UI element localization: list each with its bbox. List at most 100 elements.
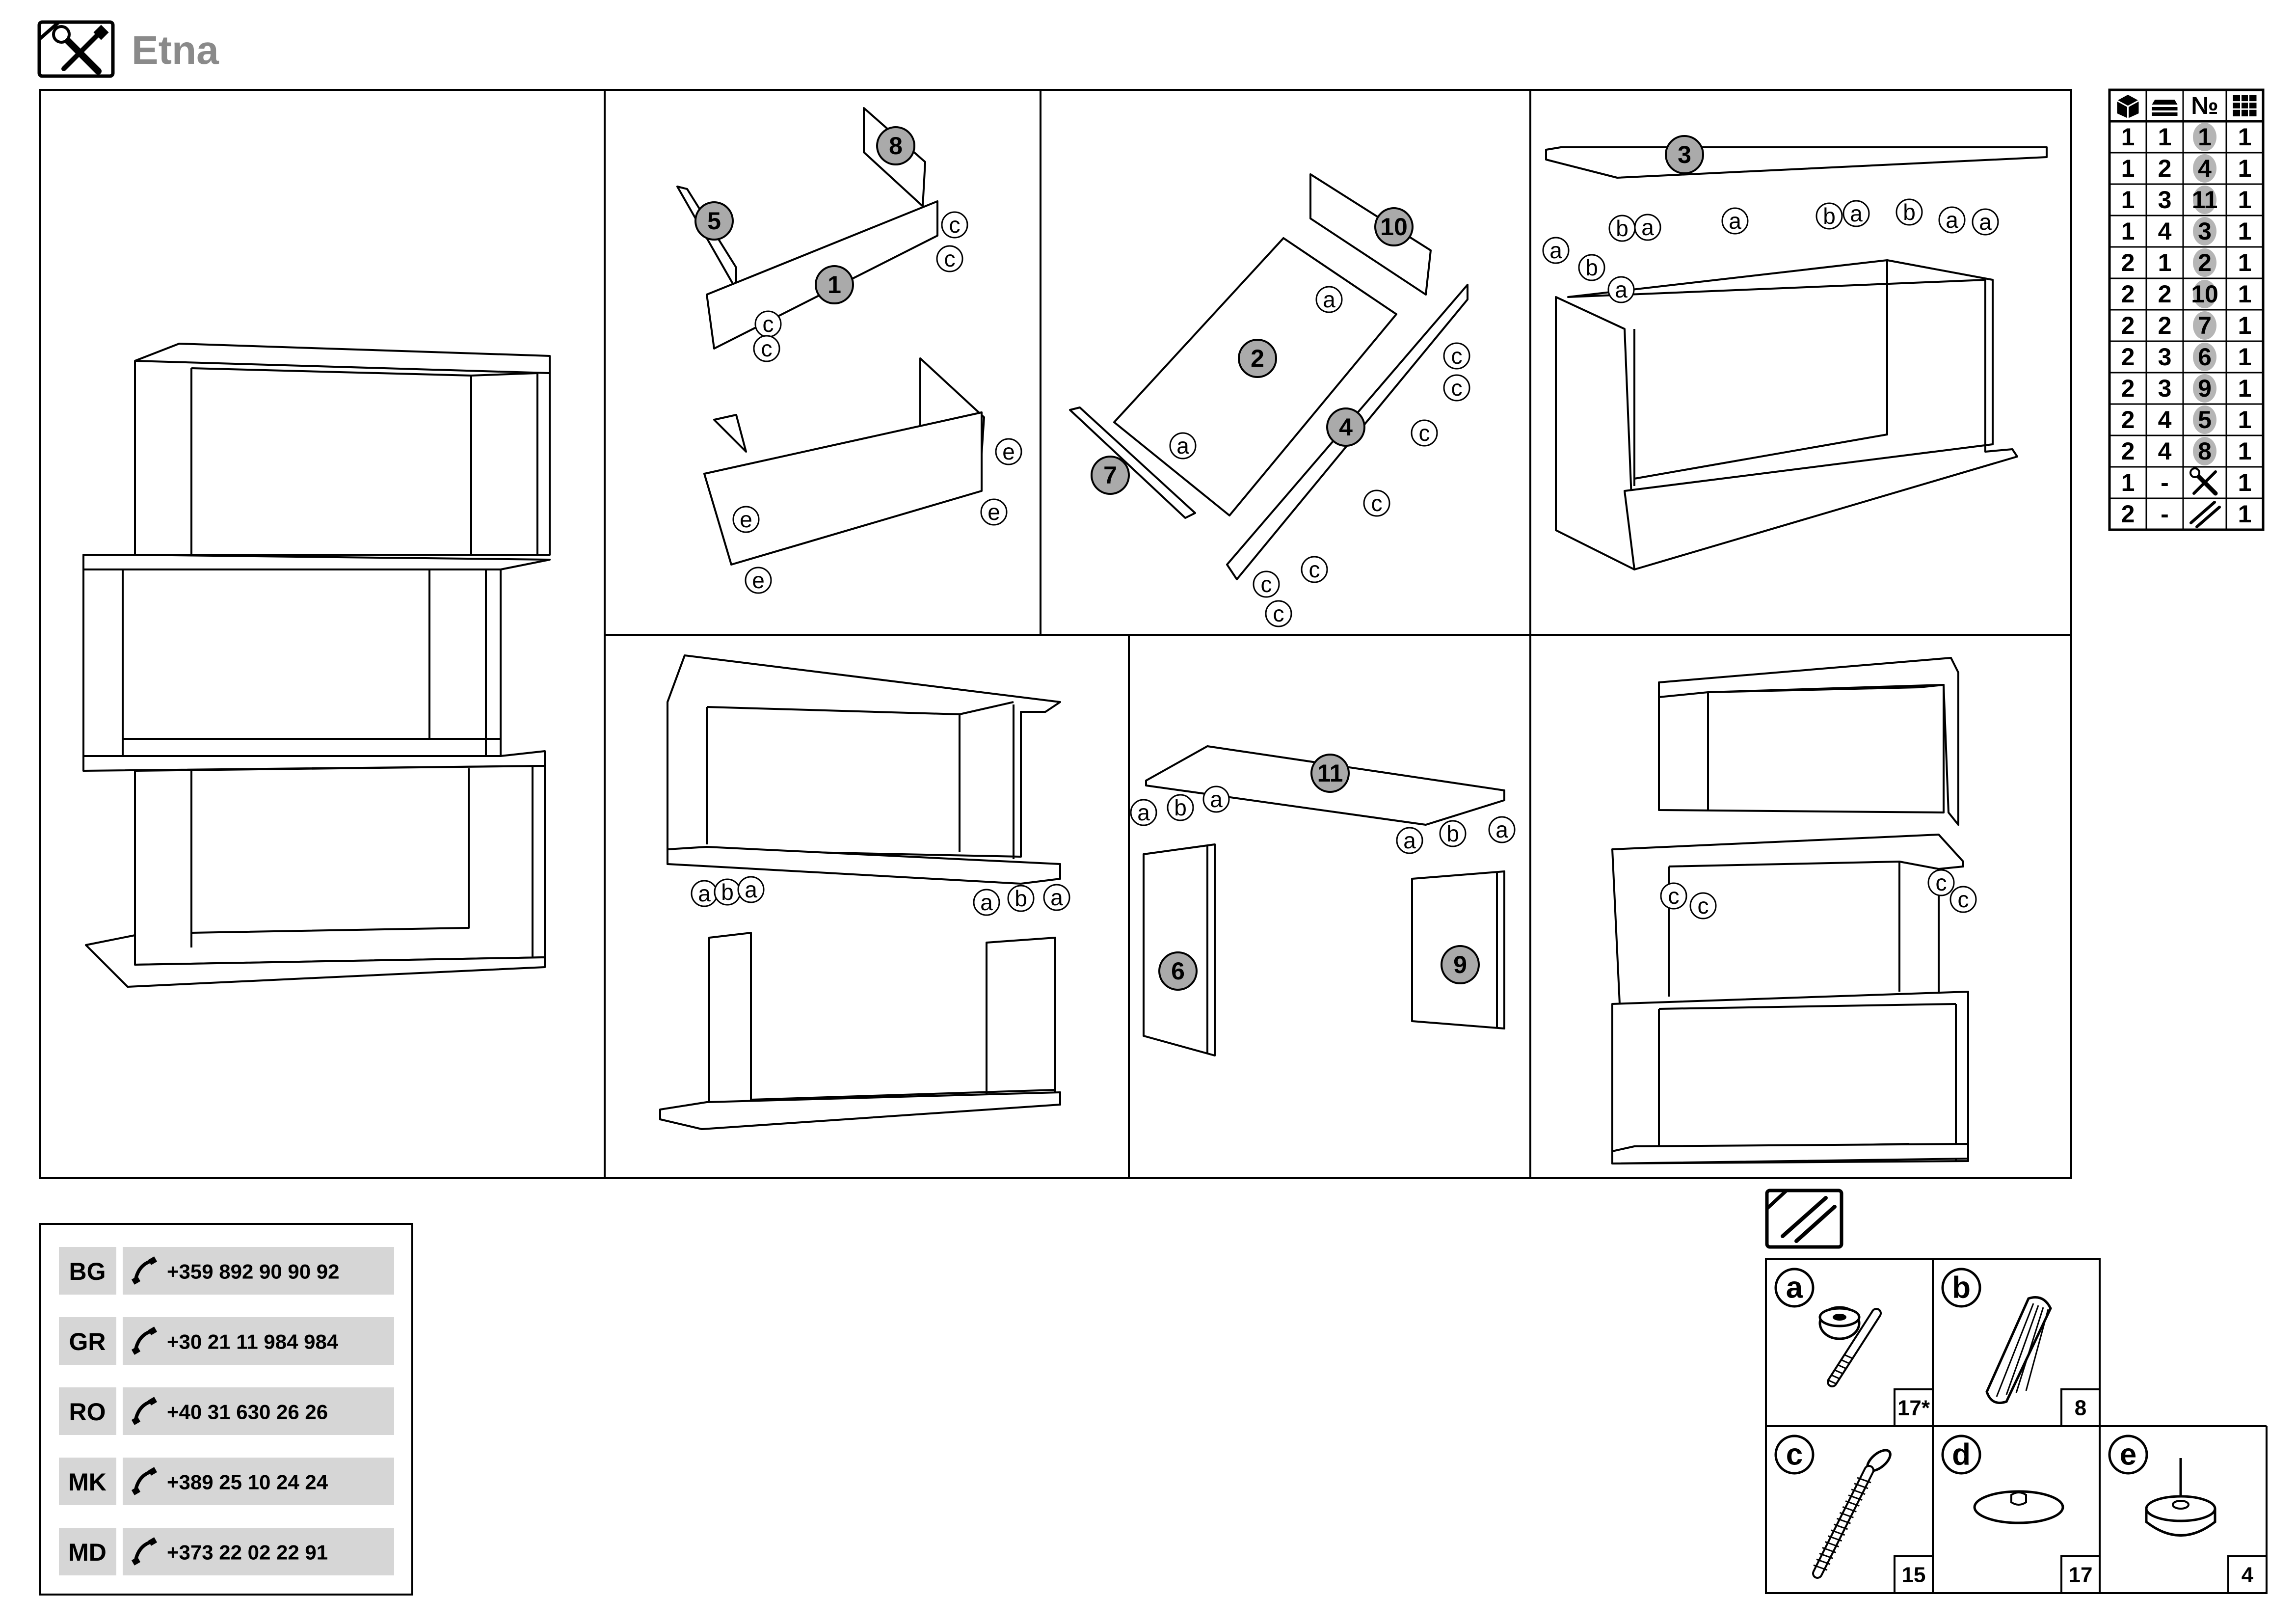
table-cell: 2 xyxy=(2121,249,2135,276)
table-cell: 3 xyxy=(2198,217,2212,245)
svg-text:c: c xyxy=(763,311,774,337)
fitting-markers-step6: c c c c xyxy=(1660,869,1977,920)
cam-lock-icon xyxy=(1818,1306,1882,1387)
contact-row-bg: BG +359 892 90 90 92 xyxy=(59,1247,394,1295)
svg-text:c: c xyxy=(944,246,956,271)
country-code: MD xyxy=(68,1539,107,1566)
table-cell: 2 xyxy=(2198,249,2212,276)
fitting-markers-step2: a a c c c c c c c c xyxy=(1169,286,1470,627)
table-cell: 2 xyxy=(2158,312,2172,339)
hardware-letter: b xyxy=(1952,1271,1971,1305)
nail-glide-icon xyxy=(2145,1458,2216,1537)
table-cell: 1 xyxy=(2121,469,2135,496)
table-cell: - xyxy=(2161,500,2169,528)
tools-icon xyxy=(37,20,115,78)
svg-text:a: a xyxy=(1979,209,1992,235)
hardware-icon xyxy=(1765,1189,1843,1249)
table-cell: 1 xyxy=(2238,375,2252,402)
svg-text:c: c xyxy=(1261,571,1272,597)
svg-text:b: b xyxy=(1903,199,1916,225)
part-9-label: 9 xyxy=(1441,945,1480,984)
svg-text:a: a xyxy=(745,877,757,902)
svg-text:c: c xyxy=(1668,883,1680,909)
hardware-item-c: c15 xyxy=(1774,1435,1934,1594)
svg-text:c: c xyxy=(1419,420,1430,446)
fitting-markers-step3: a b a b a a b a b a a xyxy=(1542,198,1999,303)
table-cell: 2 xyxy=(2121,375,2135,402)
svg-text:c: c xyxy=(1451,375,1463,401)
table-row: 1-1 xyxy=(2121,467,2251,496)
table-cell: 5 xyxy=(2198,406,2212,433)
svg-text:a: a xyxy=(698,881,711,906)
hardware-letter: d xyxy=(1952,1438,1971,1472)
svg-text:a: a xyxy=(1403,828,1416,853)
phone-number[interactable]: +389 25 10 24 24 xyxy=(167,1471,328,1494)
stack-icon xyxy=(2152,100,2178,116)
table-row: 2-1 xyxy=(2121,500,2251,528)
svg-text:a: a xyxy=(1323,287,1335,312)
phone-icon xyxy=(131,1326,158,1355)
table-cell: 2 xyxy=(2121,280,2135,308)
phone-number[interactable]: +30 21 11 984 984 xyxy=(167,1330,339,1353)
svg-text:b: b xyxy=(1616,216,1629,241)
phone-number[interactable]: +40 31 630 26 26 xyxy=(167,1401,328,1424)
step-2-panel: 10 2 4 7 a a c c c c c c c c xyxy=(1069,173,1470,627)
svg-text:1: 1 xyxy=(828,271,841,298)
table-cell: 1 xyxy=(2121,123,2135,151)
svg-text:c: c xyxy=(1273,601,1284,626)
part-7-label: 7 xyxy=(1091,456,1130,495)
hardware-qty: 4 xyxy=(2242,1563,2254,1587)
svg-text:a: a xyxy=(980,890,993,915)
hardware-item-e: e4 xyxy=(2108,1435,2268,1594)
tools-icon xyxy=(2189,467,2218,496)
table-cell: 1 xyxy=(2238,217,2252,245)
svg-text:c: c xyxy=(761,336,773,361)
table-cell: 1 xyxy=(2158,123,2172,151)
step-6-panel: c c c c xyxy=(1611,657,1977,1164)
table-cell: 1 xyxy=(2121,155,2135,182)
table-cell: 1 xyxy=(2238,437,2252,465)
hardware-qty: 15 xyxy=(1902,1563,1926,1587)
part-8-label: 8 xyxy=(876,126,915,165)
table-cell: 2 xyxy=(2158,280,2172,308)
phone-number[interactable]: +359 892 90 90 92 xyxy=(167,1260,340,1283)
table-cell: 10 xyxy=(2191,280,2218,308)
table-cell: 8 xyxy=(2198,437,2212,465)
table-cell: 1 xyxy=(2198,123,2212,151)
svg-text:a: a xyxy=(1729,208,1741,234)
adhesive-pad-icon xyxy=(1973,1490,2064,1524)
hardware-qty: 17 xyxy=(2069,1563,2093,1587)
svg-text:4: 4 xyxy=(1339,413,1353,441)
svg-text:e: e xyxy=(1002,439,1015,464)
svg-text:c: c xyxy=(1958,887,1969,912)
table-cell: 1 xyxy=(2238,343,2252,371)
svg-text:c: c xyxy=(1936,870,1947,895)
step-1-panel: 5 8 1 c c c c e e e e xyxy=(676,107,1022,594)
table-cell: 1 xyxy=(2121,186,2135,214)
country-code: MK xyxy=(68,1468,107,1496)
table-cell: 3 xyxy=(2158,186,2172,214)
hardware-letter: a xyxy=(1786,1271,1803,1305)
svg-text:a: a xyxy=(1549,238,1562,263)
phone-number[interactable]: +373 22 02 22 91 xyxy=(167,1541,328,1564)
part-1-label: 1 xyxy=(815,265,854,304)
svg-text:b: b xyxy=(1446,821,1459,846)
country-code: BG xyxy=(69,1258,106,1285)
table-cell: 1 xyxy=(2158,249,2172,276)
contact-row-mk: MK +389 25 10 24 24 xyxy=(59,1458,394,1505)
fitting-e-markers: e e e e xyxy=(732,438,1022,594)
table-cell: 2 xyxy=(2121,312,2135,339)
overview-assembled-shelf xyxy=(82,343,551,988)
svg-text:c: c xyxy=(1698,893,1709,919)
hardware-item-b: b8 xyxy=(1941,1268,2101,1427)
table-cell: 1 xyxy=(2238,406,2252,433)
table-cell: 11 xyxy=(2192,186,2218,214)
